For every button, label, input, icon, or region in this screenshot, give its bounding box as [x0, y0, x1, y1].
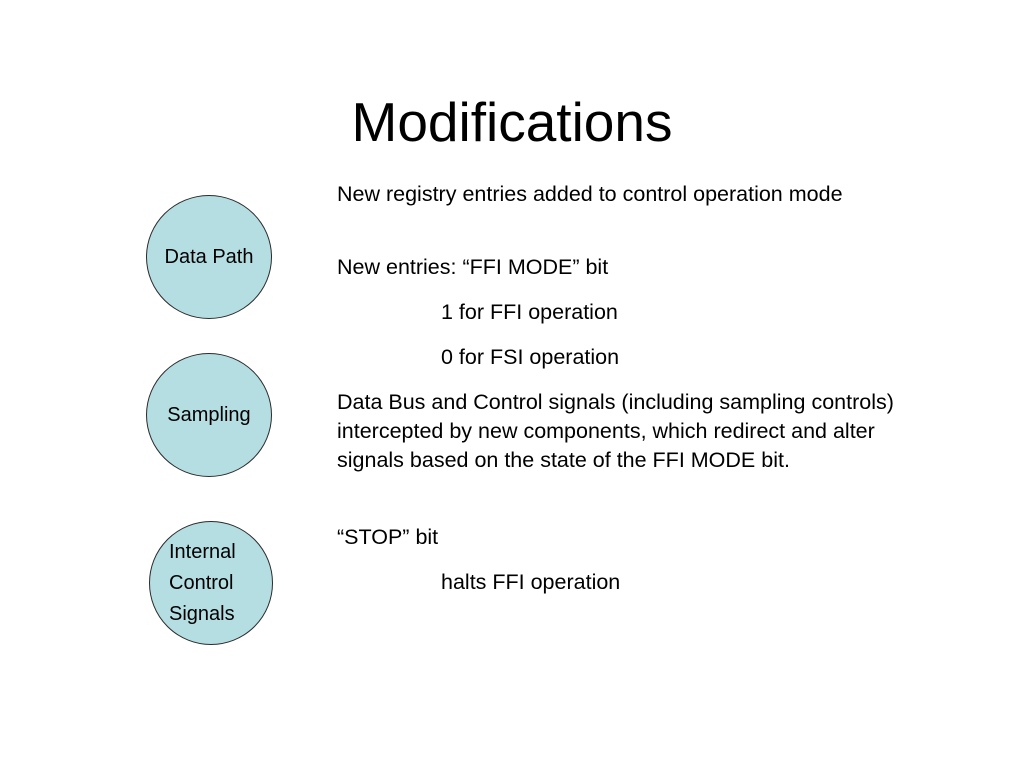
spacer — [337, 327, 919, 343]
spacer — [337, 475, 919, 523]
bullet-new-entries-ffi-mode: New entries: “FFI MODE” bit — [337, 255, 609, 279]
circle-data-path[interactable]: Data Path — [146, 195, 272, 319]
bullet-halts-ffi-operation: halts FFI operation — [441, 570, 621, 594]
bullet-fsi-operation-zero: 0 for FSI operation — [441, 345, 620, 369]
bullet-data-bus-control-signals: Data Bus and Control signals (including … — [337, 390, 894, 472]
bullet-registry-entries: New registry entries added to control op… — [337, 182, 843, 206]
bullet-ffi-operation-one: 1 for FFI operation — [441, 300, 618, 324]
page-title: Modifications — [351, 90, 673, 153]
circle-data-path-label: Data Path — [164, 245, 254, 268]
circle-sampling[interactable]: Sampling — [146, 353, 272, 477]
spacer — [337, 282, 919, 298]
circle-sampling-label: Sampling — [167, 403, 251, 426]
spacer — [337, 552, 919, 568]
body-text-column: New registry entries added to control op… — [337, 180, 919, 597]
spacer — [337, 372, 919, 388]
spacer — [337, 209, 919, 253]
circle-internal-control-signals[interactable]: Internal Control Signals — [149, 521, 273, 645]
bullet-stop-bit: “STOP” bit — [337, 525, 439, 549]
circle-internal-control-signals-label: Internal Control Signals — [169, 540, 236, 625]
